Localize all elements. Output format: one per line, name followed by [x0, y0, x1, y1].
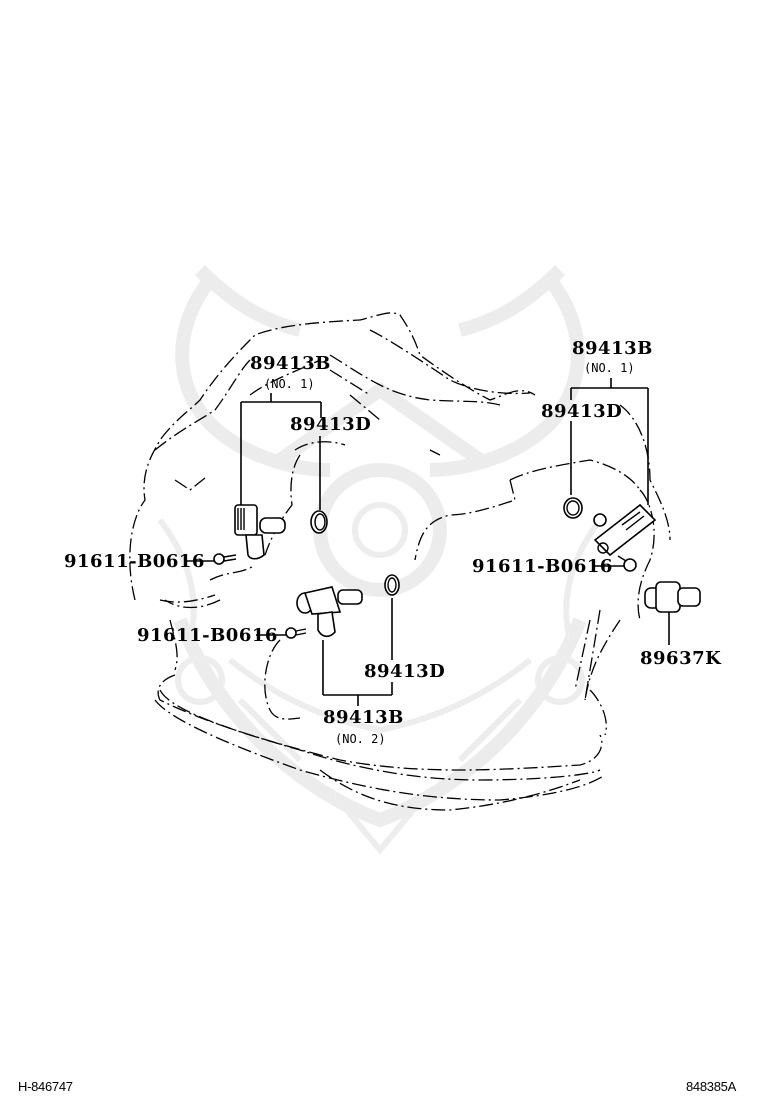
- callout-left-89413B[interactable]: 89413B: [250, 353, 331, 374]
- callout-center-89413B-note: (NO. 2): [335, 732, 386, 746]
- center-bolt[interactable]: [285, 627, 307, 639]
- watermark-emblem: [157, 265, 603, 855]
- callout-right-89413D[interactable]: 89413D: [541, 401, 623, 422]
- callout-right-89413B-note: (NO. 1): [584, 361, 635, 375]
- callout-left-89413D[interactable]: 89413D: [290, 414, 372, 435]
- left-o-ring[interactable]: [310, 510, 328, 534]
- right-cam-sensor-no1[interactable]: [593, 503, 657, 557]
- right-o-ring[interactable]: [563, 497, 583, 519]
- callout-89637K[interactable]: 89637K: [640, 648, 722, 669]
- leader-lines: [186, 378, 670, 706]
- left-cam-sensor-no1[interactable]: [234, 504, 286, 560]
- center-o-ring[interactable]: [384, 574, 400, 596]
- speed-sensor[interactable]: [644, 581, 701, 613]
- housing-outline: [129, 312, 671, 811]
- right-bolt[interactable]: [617, 555, 637, 572]
- illustration-code: H-846747: [18, 1079, 73, 1094]
- center-cam-sensor-no2[interactable]: [296, 586, 363, 638]
- callout-left-89413B-note: (NO. 1): [264, 377, 315, 391]
- callout-center-89413B[interactable]: 89413B: [323, 707, 404, 728]
- callout-right-89413B[interactable]: 89413B: [572, 338, 653, 359]
- figure-number: 848385A: [686, 1079, 736, 1094]
- left-bolt[interactable]: [213, 553, 237, 565]
- callout-center-91611-B0616[interactable]: 91611-B0616: [137, 625, 278, 646]
- callout-center-89413D[interactable]: 89413D: [364, 661, 446, 682]
- callout-left-91611-B0616[interactable]: 91611-B0616: [64, 551, 205, 572]
- callout-right-91611-B0616[interactable]: 91611-B0616: [472, 556, 613, 577]
